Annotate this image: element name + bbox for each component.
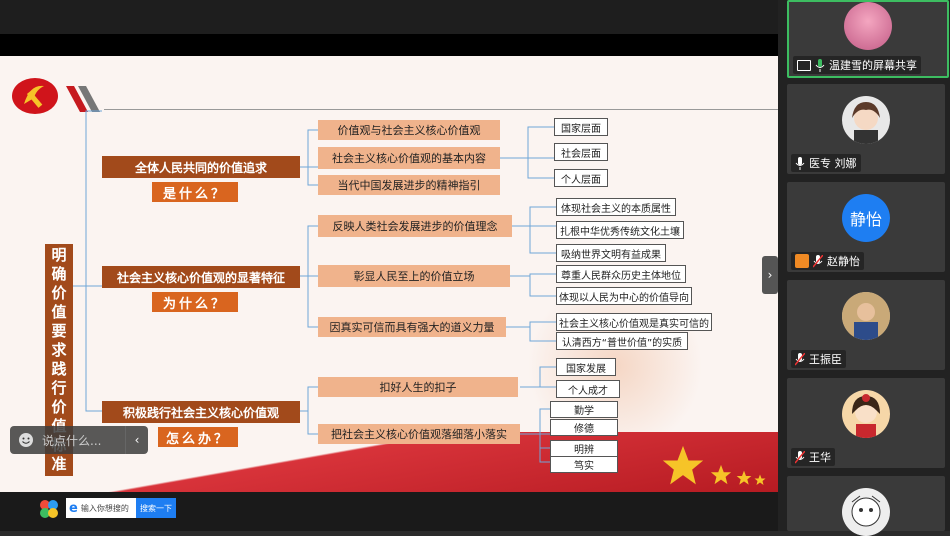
party-emblem-icon: [12, 78, 58, 114]
participant-tile[interactable]: 医专 刘娜: [787, 84, 945, 174]
microphone-muted-icon: [813, 254, 823, 267]
participant-namebar: 王华: [791, 448, 835, 466]
branch3-question: 怎么办？: [158, 427, 238, 447]
branch2-question: 为什么？: [152, 292, 238, 312]
participant-tile[interactable]: [787, 476, 945, 536]
participant-name: 医专 刘娜: [809, 157, 857, 170]
branch2-leaf: 尊重人民群众历史主体地位: [556, 265, 686, 283]
taskbar-search-input[interactable]: 输入你想搜的: [80, 503, 129, 513]
branch3-title: 积极践行社会主义核心价值观: [102, 401, 300, 423]
taskbar-search-button[interactable]: 搜索一下: [136, 498, 176, 518]
branch2-leaf: 体现以人民为中心的价值导向: [556, 287, 692, 305]
branch2-leaf: 体现社会主义的本质属性: [556, 198, 676, 216]
app-logo-icon[interactable]: [38, 498, 60, 520]
avatar: [842, 96, 890, 144]
branch2-item: 因真实可信而具有强大的道义力量: [318, 317, 506, 337]
star-icon: [662, 445, 704, 485]
ie-icon: e: [69, 500, 78, 516]
branch1-item: 社会主义核心价值观的基本内容: [318, 147, 500, 169]
branch1-title: 全体人民共同的价值追求: [102, 156, 300, 178]
branch3-item: 把社会主义核心价值观落细落小落实: [318, 424, 520, 444]
chevron-left-icon[interactable]: ‹: [125, 426, 148, 454]
decor-stripes-icon: [66, 86, 100, 112]
star-icon: [754, 474, 766, 485]
participant-namebar: 王振臣: [791, 350, 846, 368]
microphone-muted-icon: [795, 450, 805, 463]
participant-tile[interactable]: 温建雪的屏幕共享: [787, 0, 949, 78]
screen-share-icon: [797, 59, 811, 71]
avatar: 静怡: [842, 194, 890, 242]
microphone-icon: [795, 156, 805, 170]
participant-tile[interactable]: 王振臣: [787, 280, 945, 370]
branch2-leaf: 扎根中华优秀传统文化土壤: [556, 221, 684, 239]
mindmap-connectors: [73, 110, 556, 463]
branch1-item: 价值观与社会主义核心价值观: [318, 120, 500, 140]
star-icon: [736, 470, 752, 485]
branch2-leaf: 认清西方“普世价值”的实质: [556, 332, 688, 350]
branch2-item: 彰显人民至上的价值立场: [318, 265, 510, 287]
participant-namebar: 温建雪的屏幕共享: [793, 56, 921, 74]
branch2-leaf: 吸纳世界文明有益成果: [556, 244, 666, 262]
emoji-icon[interactable]: [18, 432, 34, 448]
star-icon: [710, 464, 732, 485]
branch2-leaf: 社会主义核心价值观是真实可信的: [556, 313, 712, 331]
participant-tile[interactable]: 王华: [787, 378, 945, 468]
branch3-leaf: 笃实: [550, 456, 618, 473]
participant-namebar: 医专 刘娜: [791, 154, 861, 172]
user-icon: [795, 254, 809, 268]
branch2-title: 社会主义核心价值观的显著特征: [102, 266, 300, 288]
branch3-leaf: 勤学: [550, 401, 618, 418]
avatar: [842, 292, 890, 340]
participant-tile[interactable]: 静怡 赵静怡: [787, 182, 945, 272]
branch3-item: 扣好人生的扣子: [318, 377, 518, 397]
chat-input[interactable]: 说点什么...: [42, 433, 102, 448]
participant-name: 王振臣: [809, 353, 842, 366]
window-title-strip: [0, 34, 778, 56]
window-top-bar: [0, 0, 778, 34]
panel-collapse-handle[interactable]: ›: [762, 256, 778, 294]
avatar: [842, 390, 890, 438]
branch2-item: 反映人类社会发展进步的价值理念: [318, 215, 512, 237]
avatar: [842, 488, 890, 536]
branch3-leaf: 明辨: [550, 440, 618, 457]
title-underline: [104, 109, 778, 110]
taskbar-search[interactable]: e 输入你想搜的 搜索一下: [66, 498, 176, 518]
participant-namebar: 赵静怡: [791, 252, 864, 270]
participant-name: 赵静怡: [827, 255, 860, 268]
branch1-leaf: 个人层面: [554, 169, 608, 187]
avatar: [844, 2, 892, 50]
branch1-leaf: 社会层面: [554, 143, 608, 161]
microphone-muted-icon: [795, 352, 805, 365]
microphone-icon: [815, 58, 825, 72]
chat-input-bar[interactable]: 说点什么... ‹: [10, 426, 148, 454]
taskbar: e 输入你想搜的 搜索一下: [0, 492, 778, 531]
branch3-leaf: 修德: [550, 419, 618, 436]
participant-name: 王华: [809, 451, 831, 464]
shared-slide: 明确价值要求 践行价值标准 全体人民共同的价值追求 是什么？ 价值观与社会主义核…: [0, 56, 778, 492]
branch1-item: 当代中国发展进步的精神指引: [318, 175, 500, 195]
branch3-leaf: 国家发展: [556, 358, 616, 376]
participant-name: 温建雪的屏幕共享: [829, 59, 917, 72]
branch1-leaf: 国家层面: [554, 118, 608, 136]
branch3-leaf: 个人成才: [556, 380, 620, 398]
branch1-question: 是什么？: [152, 182, 238, 202]
avatar-text: 静怡: [849, 210, 882, 229]
